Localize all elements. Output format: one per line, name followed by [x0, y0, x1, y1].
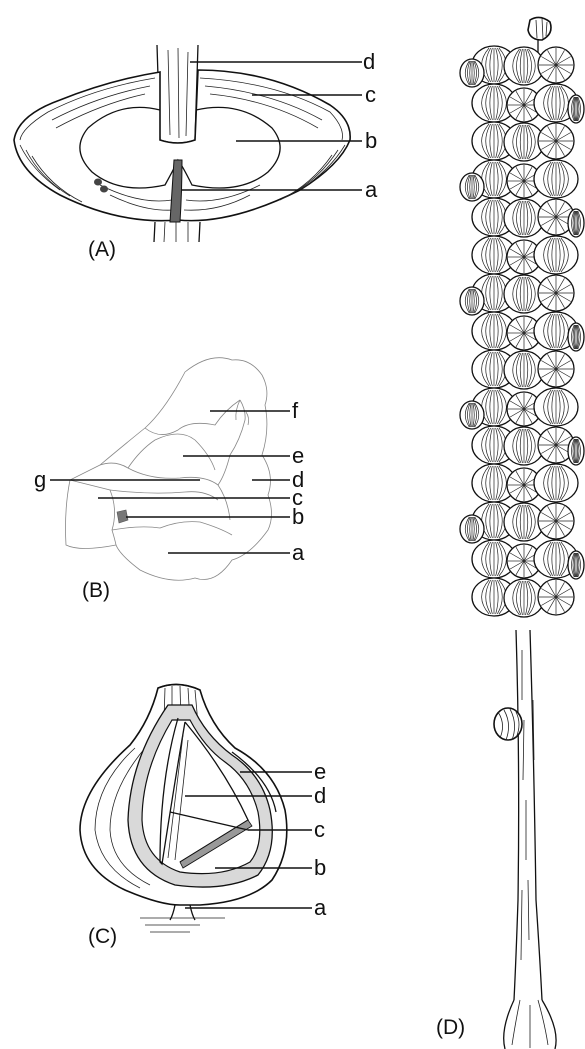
panel-d-flower	[460, 401, 484, 429]
panel-b-caption: (B)	[82, 579, 110, 602]
panel-a-lower-stem	[154, 222, 200, 242]
panel-b-label-g: g	[34, 467, 46, 492]
panel-a-upper-stem	[157, 45, 198, 143]
panel-c-label-e: e	[314, 759, 326, 784]
panel-d-flower-radial	[538, 275, 574, 311]
panel-b: f e d c b a g (B)	[34, 358, 305, 602]
panel-d-flower	[568, 551, 584, 579]
panel-c-label-b: b	[314, 855, 326, 880]
panel-d: (D)	[436, 17, 584, 1049]
panel-c-label-c: c	[314, 817, 325, 842]
panel-d-flower	[460, 515, 484, 543]
panel-d-flower-radial	[538, 123, 574, 159]
panel-d-flower	[534, 464, 578, 502]
panel-d-flower	[534, 388, 578, 426]
panel-d-caption: (D)	[436, 1016, 465, 1039]
panel-a-label-a: a	[365, 177, 378, 202]
panel-d-flower	[534, 160, 578, 198]
panel-d-flower	[534, 236, 578, 274]
panel-d-flower	[568, 437, 584, 465]
panel-d-flower-spike	[460, 46, 584, 617]
panel-b-label-b: b	[292, 504, 304, 529]
panel-b-label-a: a	[292, 540, 305, 565]
panel-b-label-e: e	[292, 443, 304, 468]
panel-a-label-d: d	[363, 49, 375, 74]
panel-d-stalk	[514, 630, 542, 1000]
panel-c-label-a: a	[314, 895, 327, 920]
panel-a-label-b: b	[365, 128, 377, 153]
panel-c: e d c b a (C)	[80, 684, 327, 948]
panel-c-label-d: d	[314, 783, 326, 808]
panel-a: d c b a (A)	[14, 45, 378, 261]
panel-d-flower	[460, 287, 484, 315]
panel-b-label-f: f	[292, 398, 299, 423]
panel-a-caption: (A)	[88, 238, 116, 261]
panel-a-body	[14, 70, 350, 222]
panel-d-flower-radial	[538, 503, 574, 539]
panel-a-label-c: c	[365, 82, 376, 107]
panel-d-flower	[568, 95, 584, 123]
panel-d-flower-radial	[538, 579, 574, 615]
panel-d-flower-radial	[538, 351, 574, 387]
panel-d-flower-radial	[538, 47, 574, 83]
panel-d-base	[504, 1000, 556, 1049]
panel-d-flower	[460, 59, 484, 87]
panel-d-flower	[568, 209, 584, 237]
panel-d-flower	[568, 323, 584, 351]
panel-c-caption: (C)	[88, 925, 117, 948]
panel-d-lateral-flower	[494, 708, 522, 740]
panel-d-flower	[460, 173, 484, 201]
